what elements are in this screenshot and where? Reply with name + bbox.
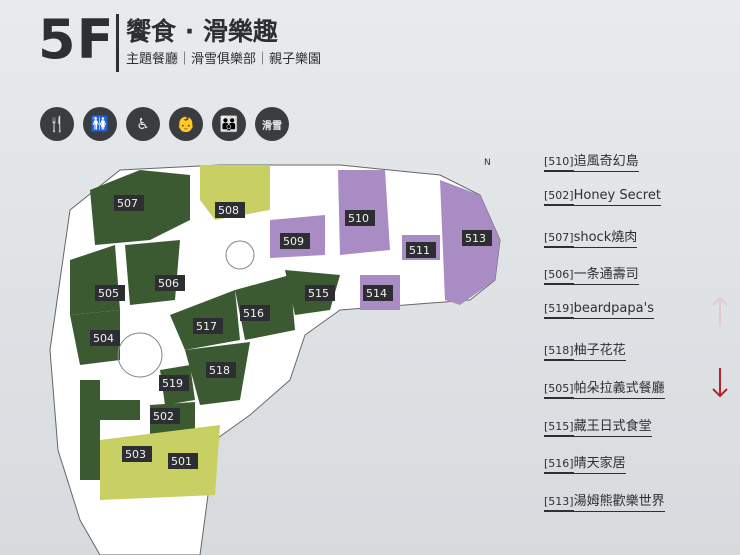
unit-label-504: 504 <box>90 330 120 346</box>
svg-text:519: 519 <box>162 377 183 390</box>
north-indicator: N <box>484 158 491 168</box>
unit-506-area[interactable] <box>125 240 180 305</box>
svg-text:518: 518 <box>209 364 230 377</box>
unit-label-518: 518 <box>206 362 236 378</box>
unit-label-511: 511 <box>406 242 436 258</box>
scroll-up-arrow-icon[interactable] <box>711 296 729 328</box>
store-item[interactable]: [518]柚子花花 <box>544 337 694 375</box>
atrium-circle-upper <box>225 240 255 270</box>
unit-label-503: 503 <box>122 446 152 462</box>
unit-label-501: 501 <box>168 453 198 469</box>
unit-label-515: 515 <box>305 285 335 301</box>
store-item[interactable]: [519]beardpapa's <box>544 299 694 337</box>
floor-map: 507 508 509 510 511 513 514 515 516 517 … <box>49 164 501 555</box>
unit-label-510: 510 <box>345 210 375 226</box>
svg-text:515: 515 <box>308 287 329 300</box>
svg-text:504: 504 <box>93 332 114 345</box>
ski-icon[interactable]: 滑雪 <box>255 107 289 141</box>
unit-label-517: 517 <box>193 318 223 334</box>
unit-label-508: 508 <box>215 202 245 218</box>
floor-title: 饗食 · 滑樂趣 <box>126 17 278 46</box>
svg-text:502: 502 <box>153 410 174 423</box>
store-item[interactable]: [502]Honey Secret <box>544 186 694 224</box>
unit-label-516: 516 <box>240 305 270 321</box>
store-item[interactable]: [510]追風奇幻島 <box>544 148 694 186</box>
store-item[interactable]: [516]晴天家居 <box>544 450 694 488</box>
store-item[interactable]: [506]一条通壽司 <box>544 261 694 299</box>
dining-icon[interactable]: 🍴 <box>40 107 74 141</box>
scroll-down-arrow-icon[interactable] <box>711 366 729 398</box>
side-block-left-2 <box>100 400 140 420</box>
unit-label-506: 506 <box>155 275 185 291</box>
store-item[interactable]: [507]shock燒肉 <box>544 224 694 262</box>
floor-label: 5F <box>38 8 115 71</box>
floor-divider <box>116 14 119 72</box>
atrium-circle-lower <box>117 332 163 378</box>
svg-text:506: 506 <box>158 277 179 290</box>
unit-label-505: 505 <box>95 285 125 301</box>
unit-label-509: 509 <box>280 233 310 249</box>
svg-text:514: 514 <box>366 287 387 300</box>
svg-text:501: 501 <box>171 455 192 468</box>
side-block-left <box>80 380 100 480</box>
nursing-room-icon[interactable]: 👶 <box>169 107 203 141</box>
svg-text:513: 513 <box>465 232 486 245</box>
store-list: [510]追風奇幻島 [502]Honey Secret [507]shock燒… <box>544 148 694 526</box>
facility-icons: 🍴 🚻 ♿ 👶 👪 滑雪 <box>40 107 289 141</box>
svg-text:503: 503 <box>125 448 146 461</box>
restroom-icon[interactable]: 🚻 <box>83 107 117 141</box>
svg-text:517: 517 <box>196 320 217 333</box>
floor-subtitle: 主題餐廳｜滑雪俱樂部｜親子樂園 <box>126 52 322 67</box>
svg-text:511: 511 <box>409 244 430 257</box>
svg-text:509: 509 <box>283 235 304 248</box>
store-item[interactable]: [515]藏王日式食堂 <box>544 413 694 451</box>
svg-text:505: 505 <box>98 287 119 300</box>
unit-label-514: 514 <box>363 285 393 301</box>
svg-text:516: 516 <box>243 307 264 320</box>
unit-label-513: 513 <box>462 230 492 246</box>
svg-text:508: 508 <box>218 204 239 217</box>
svg-text:510: 510 <box>348 212 369 225</box>
store-item[interactable]: [513]湯姆熊歡樂世界 <box>544 488 694 526</box>
store-item[interactable]: [505]帕朵拉義式餐廳 <box>544 375 694 413</box>
unit-label-507: 507 <box>114 195 144 211</box>
unit-label-502: 502 <box>150 408 180 424</box>
family-restroom-icon[interactable]: 👪 <box>212 107 246 141</box>
accessible-icon[interactable]: ♿ <box>126 107 160 141</box>
svg-text:507: 507 <box>117 197 138 210</box>
unit-label-519: 519 <box>159 375 189 391</box>
